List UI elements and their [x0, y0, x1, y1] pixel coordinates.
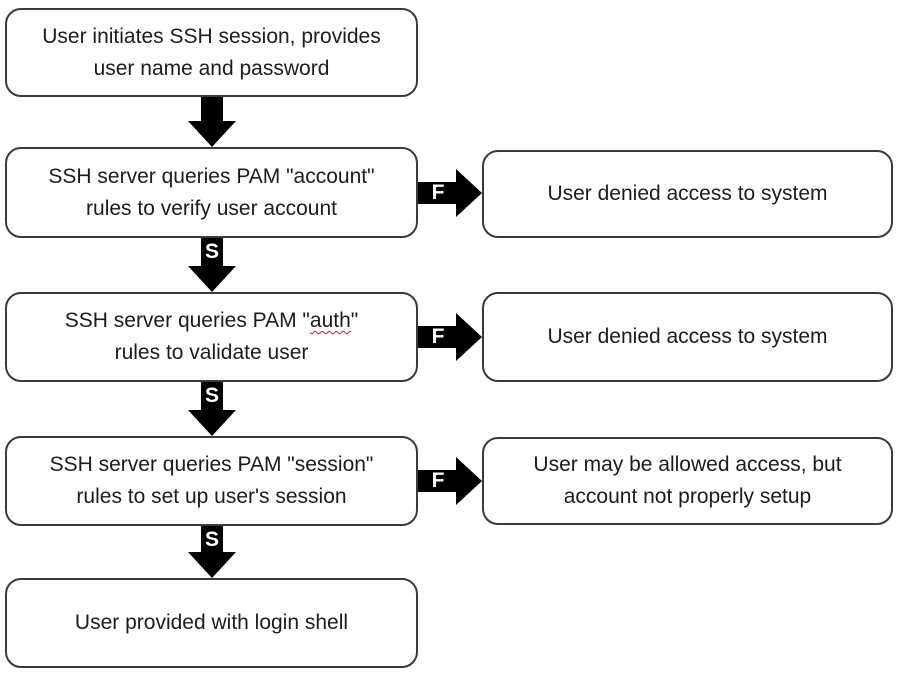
flow-node-account: SSH server queries PAM "account" rules t…	[5, 147, 418, 238]
arrow-auth-success: S	[188, 382, 236, 436]
arrow-head-down-icon	[188, 552, 236, 578]
arrow-shaft	[201, 97, 223, 123]
edge-label-fail: F	[431, 469, 445, 492]
arrow-account-fail: F	[418, 169, 482, 217]
flow-node-setup-warning-text: User may be allowed access, but account …	[533, 449, 841, 513]
node-text-line: user name and password	[93, 56, 330, 80]
node-text-line: account not properly setup	[563, 485, 812, 508]
flow-node-denied-account-text: User denied access to system	[547, 178, 827, 210]
arrow-shaft	[418, 470, 458, 492]
arrow-shaft	[201, 238, 223, 268]
node-text-line: rules to verify user account	[86, 196, 337, 220]
edge-label-success: S	[204, 528, 219, 551]
arrow-head-right-icon	[456, 169, 482, 217]
arrow-head-down-icon	[188, 121, 236, 147]
node-text-line: SSH server queries PAM "session"	[49, 453, 374, 476]
node-text-line: User provided with login shell	[74, 611, 349, 634]
node-text-line: SSH server queries PAM "account"	[48, 164, 375, 188]
flow-node-denied-account: User denied access to system	[482, 150, 893, 238]
flow-node-login-shell: User provided with login shell	[5, 578, 418, 668]
arrow-head-down-icon	[188, 410, 236, 436]
auth-line1-prefix: SSH server queries PAM "	[64, 309, 310, 332]
node-text-line: SSH server queries PAM "auth"	[65, 305, 358, 337]
flow-node-auth-text: SSH server queries PAM "auth" rules to v…	[65, 305, 358, 369]
spellcheck-word: auth	[309, 309, 351, 332]
flow-node-login-shell-text: User provided with login shell	[75, 607, 348, 639]
flow-node-start-text: User initiates SSH session, provides use…	[42, 21, 380, 85]
arrow-shaft	[201, 526, 223, 554]
auth-line1-suffix: "	[350, 309, 359, 332]
arrow-shaft	[418, 326, 458, 348]
flow-node-session-text: SSH server queries PAM "session" rules t…	[50, 449, 374, 513]
node-text-line: User may be allowed access, but	[533, 453, 842, 476]
flow-node-denied-auth-text: User denied access to system	[547, 321, 827, 353]
arrow-account-success: S	[188, 238, 236, 292]
flow-node-session: SSH server queries PAM "session" rules t…	[5, 436, 418, 526]
flow-node-setup-warning: User may be allowed access, but account …	[482, 437, 893, 525]
arrow-shaft	[418, 182, 458, 204]
arrow-session-fail: F	[418, 457, 482, 505]
arrow-start-to-account	[188, 97, 236, 147]
flow-node-denied-auth: User denied access to system	[482, 292, 893, 382]
arrow-auth-fail: F	[418, 313, 482, 361]
node-text-line: User denied access to system	[547, 182, 828, 205]
arrow-head-down-icon	[188, 266, 236, 292]
node-text-line: User initiates SSH session, provides	[42, 24, 381, 48]
node-text-line: rules to validate user	[114, 341, 309, 364]
arrow-session-success: S	[188, 526, 236, 578]
edge-label-fail: F	[431, 325, 445, 348]
flow-node-account-text: SSH server queries PAM "account" rules t…	[48, 161, 374, 225]
edge-label-fail: F	[431, 181, 445, 204]
node-text-line: rules to set up user's session	[76, 485, 347, 508]
edge-label-success: S	[204, 240, 219, 263]
arrow-shaft	[201, 382, 223, 412]
flow-node-start: User initiates SSH session, provides use…	[5, 8, 418, 97]
arrow-head-right-icon	[456, 313, 482, 361]
flow-node-auth: SSH server queries PAM "auth" rules to v…	[5, 292, 418, 382]
arrow-head-right-icon	[456, 457, 482, 505]
node-text-line: User denied access to system	[547, 325, 828, 348]
edge-label-success: S	[204, 384, 219, 407]
